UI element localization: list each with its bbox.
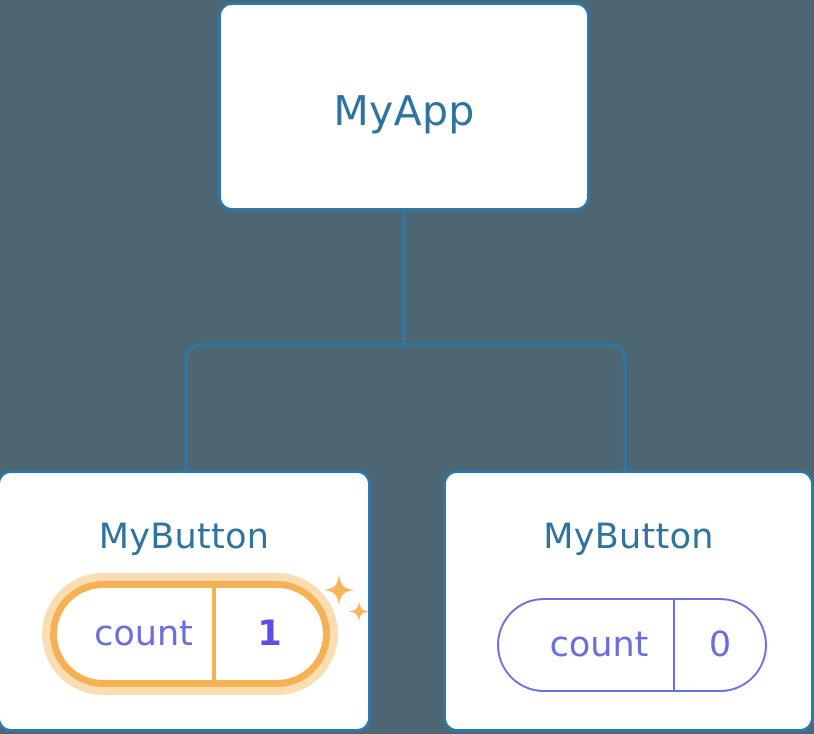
state-pill-value-left: 1 [257, 614, 282, 654]
edge-root-to-left-child [184, 343, 406, 474]
state-pill-key-right: count [499, 600, 675, 690]
node-title-mybutton-right: MyButton [543, 517, 714, 557]
edge-root-to-right-child [402, 343, 627, 474]
node-card-myapp[interactable]: MyApp [218, 2, 590, 211]
node-card-mybutton-left[interactable]: MyButton count 1 [0, 470, 371, 732]
state-pill-left-wrapper: count 1 [42, 573, 338, 695]
state-pill-count-left[interactable]: count 1 [50, 581, 330, 687]
state-pill-count-right[interactable]: count 0 [497, 598, 767, 692]
node-title-myapp: MyApp [333, 87, 475, 135]
state-pill-key-left: count [57, 588, 216, 680]
node-title-mybutton-left: MyButton [98, 517, 270, 557]
sparkle-small-icon [348, 601, 370, 622]
node-card-mybutton-right[interactable]: MyButton count 0 [443, 470, 814, 732]
state-pill-value-right: 0 [708, 625, 732, 665]
